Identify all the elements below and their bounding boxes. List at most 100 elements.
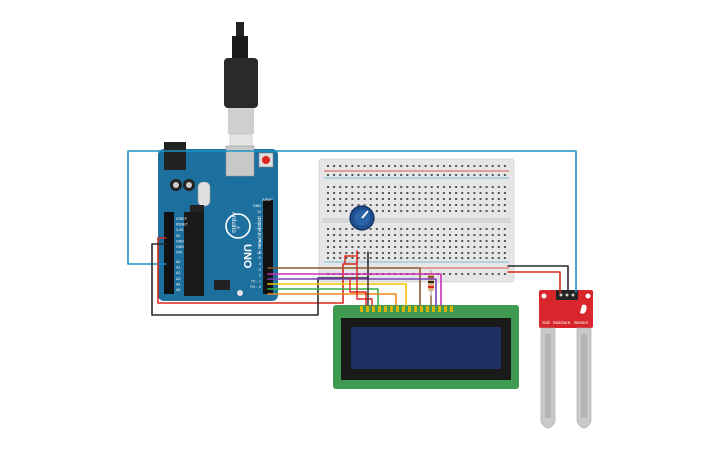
bb-hole: [351, 192, 354, 194]
bb-hole: [424, 204, 427, 206]
bb-hole: [327, 174, 329, 176]
bb-hole: [467, 273, 470, 275]
bb-hole: [345, 257, 348, 259]
bb-hole: [381, 198, 384, 200]
bb-hole: [430, 210, 433, 212]
bb-hole: [394, 165, 397, 167]
bb-hole: [485, 165, 488, 167]
pin-label: 3.3V: [176, 228, 184, 232]
bb-hole: [485, 198, 488, 200]
bb-hole: [345, 165, 348, 167]
bb-hole: [412, 186, 415, 188]
bb-hole: [339, 186, 342, 188]
bb-hole: [485, 186, 488, 188]
bb-hole: [406, 210, 409, 212]
bb-hole: [467, 246, 470, 248]
bb-hole: [485, 234, 488, 236]
bb-hole: [436, 198, 439, 200]
bb-hole: [424, 246, 427, 248]
bb-hole: [363, 204, 366, 206]
bb-hole: [381, 174, 384, 176]
bb-hole: [424, 228, 427, 230]
bb-hole: [436, 234, 439, 236]
bb-hole: [424, 186, 427, 188]
bb-hole: [461, 198, 464, 200]
brand-label: Arduino: [230, 212, 236, 233]
bb-hole: [400, 174, 403, 176]
bb-hole: [375, 240, 378, 242]
pin-label: 4: [259, 262, 261, 266]
bb-hole: [394, 210, 397, 212]
bb-hole: [406, 252, 409, 254]
bb-hole: [436, 204, 439, 206]
bb-hole: [449, 234, 451, 236]
bb-hole: [339, 252, 342, 254]
bb-hole: [412, 228, 415, 230]
bb-hole: [418, 257, 421, 259]
wire-red-lcd-2: [349, 277, 367, 306]
svg-text:∞: ∞: [236, 225, 240, 231]
bb-hole: [418, 252, 421, 254]
bb-hole: [461, 174, 464, 176]
usb-cable: [224, 22, 258, 149]
bb-hole: [491, 165, 494, 167]
bb-hole: [455, 198, 458, 200]
bb-hole: [497, 192, 500, 194]
bb-hole: [503, 198, 506, 200]
pin-label: A1: [176, 266, 180, 270]
sensor-label-2: Moisture: [553, 320, 571, 325]
bb-hole: [479, 273, 482, 275]
bb-hole: [363, 246, 366, 248]
bb-hole: [400, 246, 403, 248]
bb-hole: [503, 228, 506, 230]
pin-label: ~5: [257, 256, 261, 260]
bb-hole: [497, 228, 500, 230]
bb-hole: [375, 246, 378, 248]
bb-hole: [473, 186, 476, 188]
bb-hole: [461, 240, 464, 242]
bb-hole: [412, 252, 415, 254]
model-label: UNO: [241, 244, 253, 269]
bb-hole: [388, 174, 390, 176]
bb-hole: [455, 234, 458, 236]
bb-hole: [503, 204, 506, 206]
lcd-pin: [402, 306, 405, 312]
bb-hole: [327, 165, 329, 167]
bb-hole: [436, 246, 439, 248]
bb-hole: [449, 192, 451, 194]
bb-hole: [461, 273, 464, 275]
bb-hole: [375, 228, 378, 230]
bb-hole: [473, 252, 476, 254]
atmega-chip: [184, 212, 204, 296]
bb-hole: [479, 240, 482, 242]
bb-hole: [400, 257, 403, 259]
bb-hole: [400, 210, 403, 212]
bb-hole: [442, 165, 445, 167]
bb-hole: [406, 246, 409, 248]
bb-hole: [473, 165, 476, 167]
bb-hole: [491, 228, 494, 230]
bb-hole: [455, 273, 458, 275]
bb-hole: [351, 204, 354, 206]
bb-hole: [455, 186, 458, 188]
resistor: [428, 270, 434, 296]
bb-hole: [442, 198, 445, 200]
bb-hole: [473, 273, 476, 275]
bb-hole: [442, 228, 445, 230]
bb-hole: [351, 246, 354, 248]
bb-hole: [327, 192, 329, 194]
bb-hole: [430, 234, 433, 236]
bb-hole: [467, 240, 470, 242]
bb-hole: [461, 228, 464, 230]
bb-hole: [455, 240, 458, 242]
bb-hole: [394, 252, 397, 254]
bb-hole: [400, 198, 403, 200]
bb-hole: [424, 234, 427, 236]
bb-hole: [369, 234, 372, 236]
bb-hole: [339, 234, 342, 236]
bb-hole: [467, 204, 470, 206]
bb-hole: [503, 210, 506, 212]
bb-hole: [394, 246, 397, 248]
bb-hole: [424, 210, 427, 212]
pin-label: A5: [176, 288, 180, 292]
